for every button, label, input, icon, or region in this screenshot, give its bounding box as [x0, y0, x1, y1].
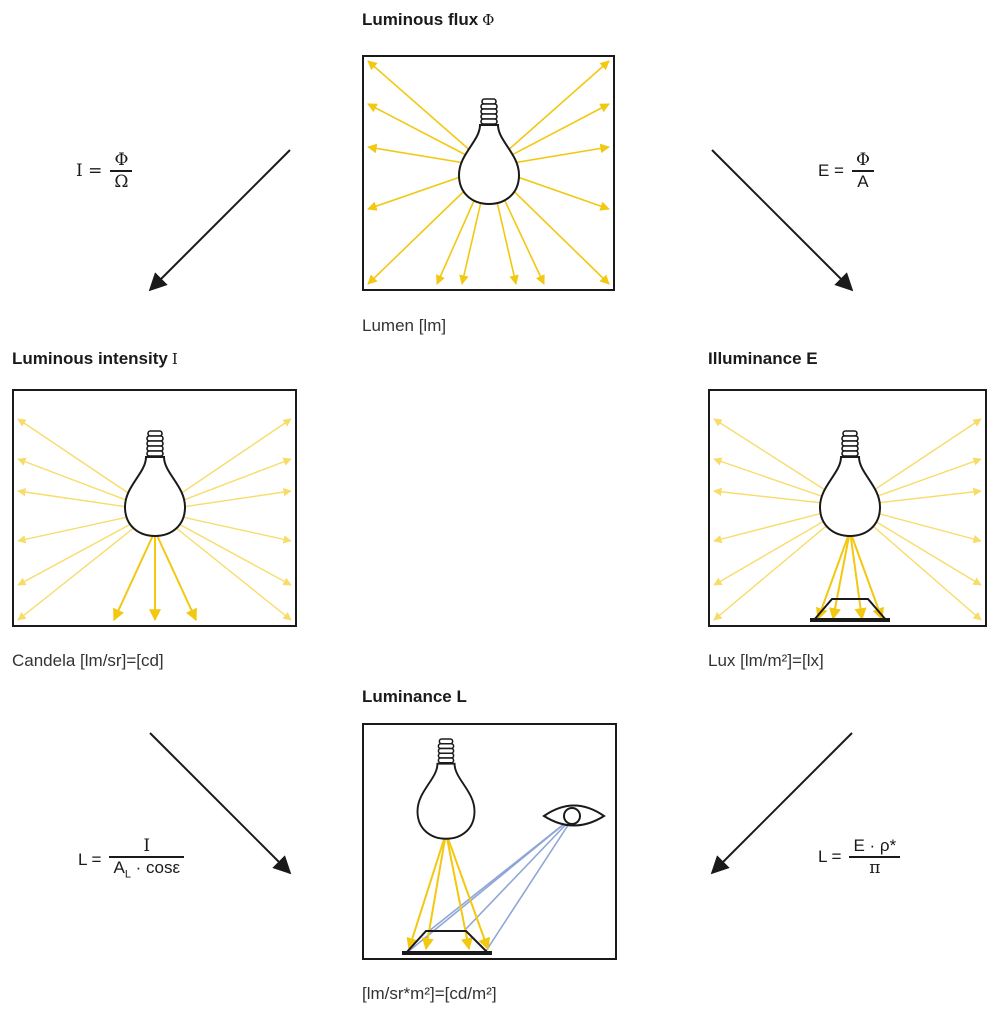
- fraction-bar: [110, 170, 133, 172]
- arrow-intensity-to-luminance: [149, 732, 292, 875]
- arrow-illuminance-to-luminance: [710, 732, 853, 875]
- bulb-glass: [818, 456, 882, 538]
- denominator: AL · cosε: [109, 858, 184, 884]
- formula-illuminance: E = Φ A: [818, 150, 874, 192]
- numerator: I: [143, 836, 151, 856]
- bulb-glass: [457, 124, 521, 206]
- denominator-subscript: L: [124, 867, 131, 880]
- light-ray-arrow-strong: [406, 832, 447, 951]
- light-bulb-icon: [123, 430, 187, 538]
- denominator: Ω: [114, 171, 129, 192]
- arrow-flux-to-illuminance: [711, 149, 854, 292]
- denominator: π: [869, 857, 881, 878]
- line-of-sight: [428, 815, 575, 932]
- light-ray-arrow-strong: [849, 530, 867, 621]
- fraction-bar: [849, 856, 901, 858]
- numerator: Φ: [114, 150, 129, 170]
- panel-luminance: [362, 723, 617, 960]
- intensity-illustration: [17, 418, 292, 622]
- formula-luminance-from-intensity: L = I AL · cosε: [78, 836, 185, 884]
- formula-lhs: E =: [818, 160, 844, 180]
- unit-luminance: [lm/sr*m²]=[cd/m²]: [362, 984, 497, 1003]
- light-bulb-icon: [416, 738, 476, 840]
- numerator: E · ρ*: [853, 836, 897, 855]
- panel-luminous-intensity: [12, 389, 297, 627]
- intensity-symbol: I: [171, 350, 178, 368]
- light-ray-arrow-strong: [154, 530, 197, 622]
- formula-lhs: L =: [818, 846, 842, 866]
- formula-lhs: L =: [78, 849, 102, 869]
- light-ray-arrow-strong: [113, 530, 156, 622]
- fraction: E · ρ* π: [849, 836, 901, 878]
- formula-luminance-from-illuminance: L = E · ρ* π: [818, 836, 901, 878]
- title-text: Luminous flux: [362, 10, 479, 29]
- light-bulb-icon: [457, 98, 521, 206]
- denominator-cos: · cosε: [130, 857, 181, 877]
- numerator: Φ: [856, 150, 870, 170]
- bulb-socket-rib: [437, 757, 455, 764]
- eye-pupil: [563, 807, 581, 825]
- formula-intensity: I = Φ Ω: [76, 150, 133, 192]
- luminance-illustration: [402, 738, 606, 955]
- fraction-bar: [109, 856, 185, 858]
- light-ray-arrow-strong: [829, 530, 851, 621]
- panel-luminous-flux: [362, 55, 615, 291]
- unit-lux: Lux [lm/m²]=[lx]: [708, 651, 824, 670]
- light-ray-arrow-faint: [154, 510, 292, 621]
- fraction-bar: [852, 170, 874, 172]
- illuminance-illustration: [713, 418, 982, 622]
- fraction: Φ Ω: [110, 150, 133, 192]
- light-ray-arrow-strong: [816, 530, 851, 621]
- title-text: Luminous intensity: [12, 349, 168, 368]
- light-bulb-icon: [818, 430, 882, 538]
- denominator-area: A: [113, 857, 125, 877]
- bulb-glass: [416, 762, 476, 840]
- light-ray-arrow-strong: [445, 832, 490, 951]
- unit-lumen: Lumen [lm]: [362, 316, 447, 335]
- unit-candela: Candela [lm/sr]=[cd]: [12, 651, 164, 670]
- panel-illuminance: [708, 389, 987, 627]
- light-ray-arrow-strong: [445, 832, 473, 951]
- fraction: I AL · cosε: [109, 836, 185, 884]
- flux-symbol: Φ: [482, 11, 495, 29]
- fraction: Φ A: [852, 150, 874, 192]
- denominator: A: [857, 171, 869, 191]
- arrow-flux-to-intensity: [148, 149, 291, 292]
- light-ray-arrow-strong: [849, 530, 884, 621]
- line-of-sight: [463, 815, 575, 932]
- title-illuminance: Illuminance E: [708, 349, 818, 368]
- formula-lhs: I =: [76, 160, 103, 181]
- light-ray-arrow-faint: [17, 510, 156, 621]
- line-of-sight: [485, 815, 575, 952]
- light-ray-arrow-strong: [421, 832, 447, 951]
- flux-illustration: [367, 60, 610, 285]
- title-luminance: Luminance L: [362, 687, 467, 706]
- bulb-glass: [123, 456, 187, 538]
